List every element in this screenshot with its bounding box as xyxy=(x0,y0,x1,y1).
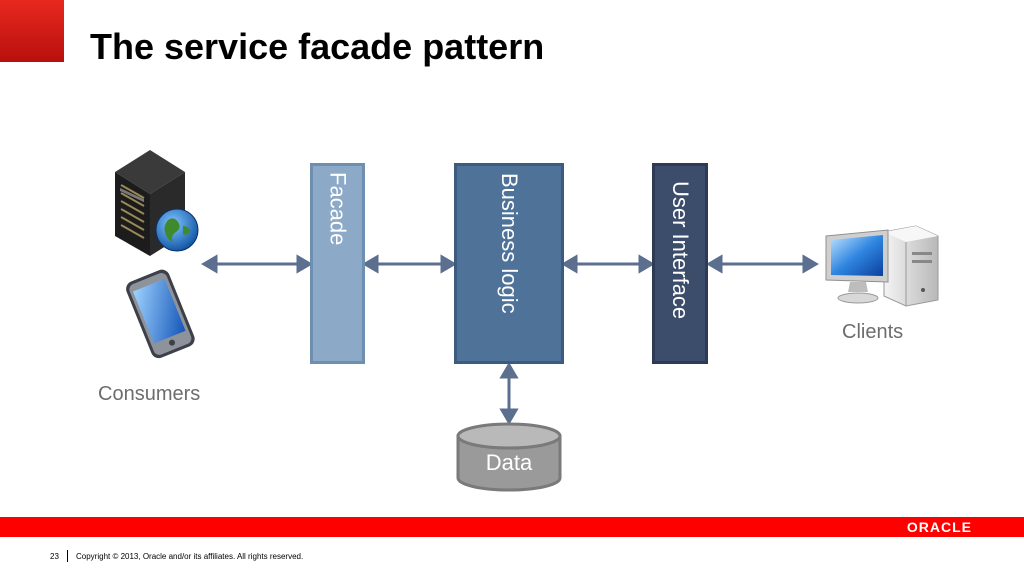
oracle-logo: ORACLE xyxy=(906,519,972,535)
page-number: 23 xyxy=(50,552,59,561)
footer-divider xyxy=(67,550,68,562)
user-interface-label: User Interface xyxy=(668,181,693,320)
server-globe-icon xyxy=(115,150,199,256)
arrow-facade-business xyxy=(362,254,457,274)
desktop-computer-icon xyxy=(825,225,939,307)
copyright-notice: Copyright © 2013, Oracle and/or its affi… xyxy=(76,552,304,561)
business-logic-layer: Business logic xyxy=(454,163,564,364)
smartphone-icon xyxy=(126,269,195,359)
arrow-ui-clients xyxy=(706,254,819,274)
arrow-business-data xyxy=(499,362,519,425)
footer-brand-bar xyxy=(0,517,1024,537)
data-store-label: Data xyxy=(485,450,533,475)
facade-label: Facade xyxy=(325,171,351,246)
slide-title: The service facade pattern xyxy=(90,26,545,67)
arrow-business-ui xyxy=(561,254,655,274)
user-interface-layer: User Interface xyxy=(652,163,708,364)
business-logic-label: Business logic xyxy=(497,173,522,314)
facade-layer: Facade xyxy=(310,163,365,364)
database-cylinder-icon xyxy=(456,422,562,492)
brand-corner-block xyxy=(0,0,64,62)
consumers-label: Consumers xyxy=(98,383,201,405)
arrow-consumers-facade xyxy=(201,254,313,274)
clients-label: Clients xyxy=(842,321,904,343)
